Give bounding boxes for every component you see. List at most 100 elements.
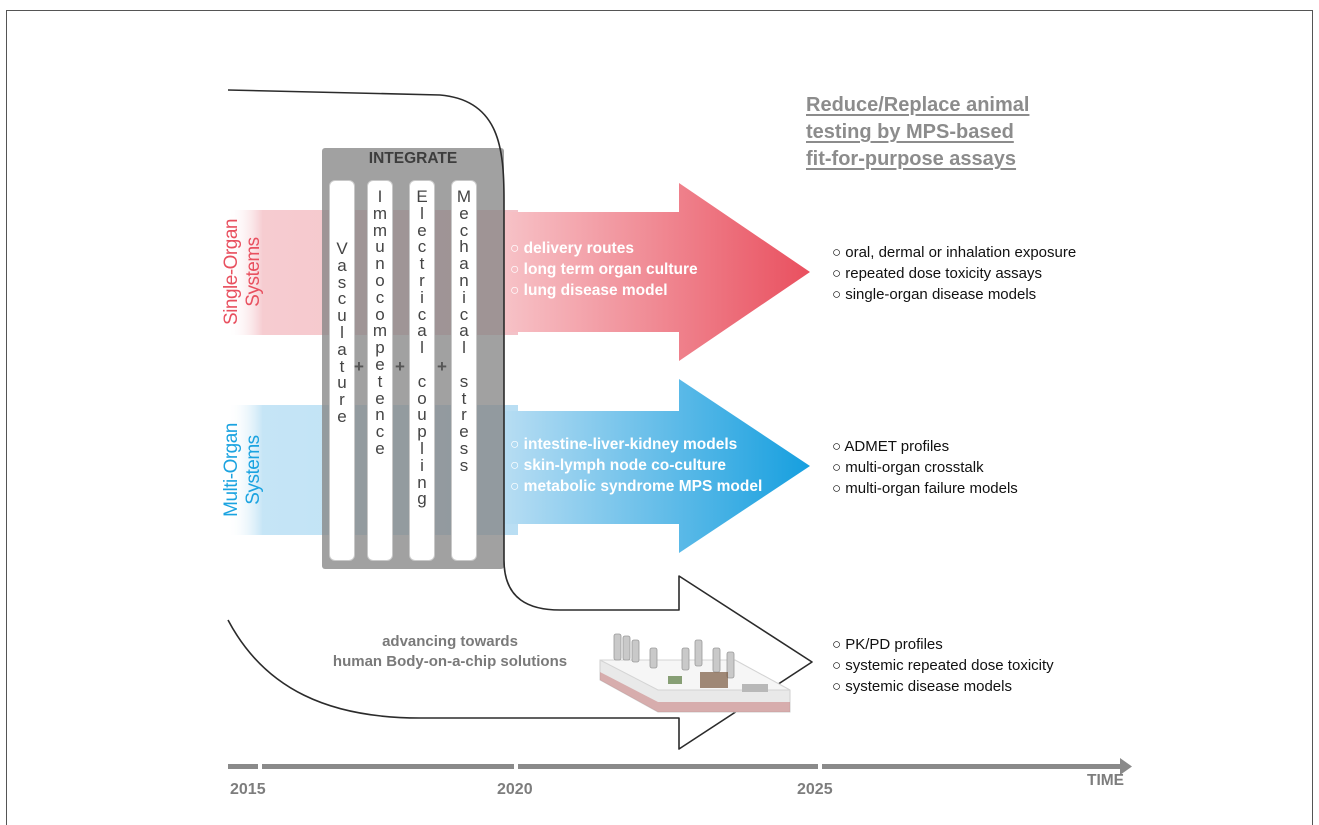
column-letter: t bbox=[419, 254, 425, 274]
column-letter: n bbox=[375, 405, 385, 425]
column-letter: n bbox=[417, 472, 427, 492]
column-letter: i bbox=[420, 287, 424, 307]
integrate-title: INTEGRATE bbox=[368, 150, 458, 167]
column-letter: E bbox=[416, 187, 428, 206]
column-letter: p bbox=[375, 338, 385, 358]
column-letter: c bbox=[459, 220, 469, 240]
multi-organ-label-line-1: Multi-Organ bbox=[221, 423, 242, 517]
column-letter: c bbox=[375, 422, 385, 442]
column-letter: u bbox=[337, 306, 347, 326]
column-letter: a bbox=[337, 255, 347, 275]
column-letter: o bbox=[417, 388, 427, 408]
column-letter: s bbox=[459, 438, 469, 458]
body-on-chip-caption-line-1: advancing towards bbox=[382, 633, 518, 650]
single-organ-label-line-1: Single-Organ bbox=[221, 219, 242, 325]
column-letter: o bbox=[375, 304, 385, 324]
multi-organ-outcomes: ○ ADMET profiles ○ multi-organ crosstalk… bbox=[832, 436, 1018, 499]
outcome-item: ○ oral, dermal or inhalation exposure bbox=[832, 244, 1077, 261]
plus-sign-1: + bbox=[354, 357, 364, 376]
column-letter: e bbox=[417, 220, 427, 240]
single-organ-item: ○ delivery routes bbox=[510, 240, 634, 257]
timeline-tick-2020: 2020 bbox=[497, 781, 533, 798]
plus-sign-2: + bbox=[395, 357, 405, 376]
column-letter: p bbox=[417, 422, 427, 442]
outcome-item: ○ systemic disease models bbox=[832, 678, 1012, 695]
column-letter: t bbox=[461, 388, 467, 408]
column-letter: c bbox=[375, 287, 385, 307]
outcome-item: ○ ADMET profiles bbox=[832, 438, 950, 455]
column-letter: s bbox=[337, 272, 347, 292]
column-letter: a bbox=[417, 321, 427, 341]
outcome-item: ○ single-organ disease models bbox=[832, 286, 1037, 303]
column-letter: l bbox=[420, 338, 424, 358]
column-letter: a bbox=[459, 254, 469, 274]
column-letter: r bbox=[339, 390, 345, 410]
column-letter: r bbox=[461, 405, 467, 425]
column-letter: m bbox=[372, 220, 388, 240]
multi-organ-label-line-2: Systems bbox=[243, 435, 264, 505]
column-letter: c bbox=[337, 289, 347, 309]
single-organ-item: ○ long term organ culture bbox=[510, 261, 698, 278]
multi-organ-arrow bbox=[504, 379, 810, 553]
multi-organ-item: ○ metabolic syndrome MPS model bbox=[510, 478, 763, 495]
column-letter: o bbox=[375, 270, 385, 290]
column-letter: l bbox=[420, 438, 424, 458]
figure-border bbox=[6, 10, 1313, 825]
column-letter: V bbox=[336, 239, 348, 258]
column-letter: s bbox=[459, 371, 469, 391]
body-on-chip-outcomes: ○ PK/PD profiles ○ systemic repeated dos… bbox=[832, 634, 1054, 697]
single-organ-arrow bbox=[504, 183, 810, 361]
column-letter: c bbox=[417, 371, 427, 391]
column-letter: e bbox=[459, 203, 469, 223]
column-letter: m bbox=[372, 203, 388, 223]
column-letter: s bbox=[459, 455, 469, 475]
outcome-item: ○ PK/PD profiles bbox=[832, 636, 943, 653]
column-letter: n bbox=[375, 254, 385, 274]
multi-organ-item: ○ intestine-liver-kidney models bbox=[510, 436, 738, 453]
plus-sign-3: + bbox=[437, 357, 447, 376]
column-letter: r bbox=[419, 270, 425, 290]
body-on-chip-caption-line-2: human Body-on-a-chip solutions bbox=[332, 653, 568, 670]
timeline-tick-2025: 2025 bbox=[797, 781, 833, 798]
column-letter: u bbox=[417, 405, 427, 425]
column-letter: I bbox=[377, 187, 383, 206]
timeline-tick-2015: 2015 bbox=[230, 781, 266, 798]
single-organ-outcomes: ○ oral, dermal or inhalation exposure ○ … bbox=[832, 242, 1076, 305]
multi-organ-items: ○ intestine-liver-kidney models ○ skin-l… bbox=[510, 434, 762, 497]
multi-organ-label: Multi-Organ Systems bbox=[221, 380, 265, 560]
outcome-heading: Reduce/Replace animal testing by MPS-bas… bbox=[806, 92, 1106, 173]
heading-line-1: Reduce/Replace animal bbox=[806, 94, 1030, 116]
heading-line-3: fit-for-purpose assays bbox=[806, 148, 1017, 170]
column-letter: a bbox=[459, 321, 469, 341]
heading-line-2: testing by MPS-based bbox=[806, 121, 1014, 143]
timeline-axis-label: TIME bbox=[1087, 772, 1125, 789]
column-letter: n bbox=[459, 270, 469, 290]
timeline-axis bbox=[228, 758, 1132, 775]
single-organ-item: ○ lung disease model bbox=[510, 282, 668, 299]
multi-organ-item: ○ skin-lymph node co-culture bbox=[510, 457, 727, 474]
column-letter: e bbox=[459, 422, 469, 442]
column-letter: i bbox=[420, 455, 424, 475]
column-letter: c bbox=[417, 304, 427, 324]
chip-device-illustration bbox=[599, 633, 791, 713]
column-letter: e bbox=[375, 388, 385, 408]
outcome-item: ○ multi-organ failure models bbox=[832, 480, 1018, 497]
outcome-item: ○ repeated dose toxicity assays bbox=[832, 265, 1042, 282]
column-letter: u bbox=[337, 373, 347, 393]
column-letter: g bbox=[417, 489, 427, 509]
column-letter: c bbox=[459, 304, 469, 324]
column-letter: c bbox=[417, 237, 427, 257]
column-letter: l bbox=[462, 338, 466, 358]
single-organ-label-line-2: Systems bbox=[243, 237, 264, 307]
column-letter: l bbox=[420, 203, 424, 223]
